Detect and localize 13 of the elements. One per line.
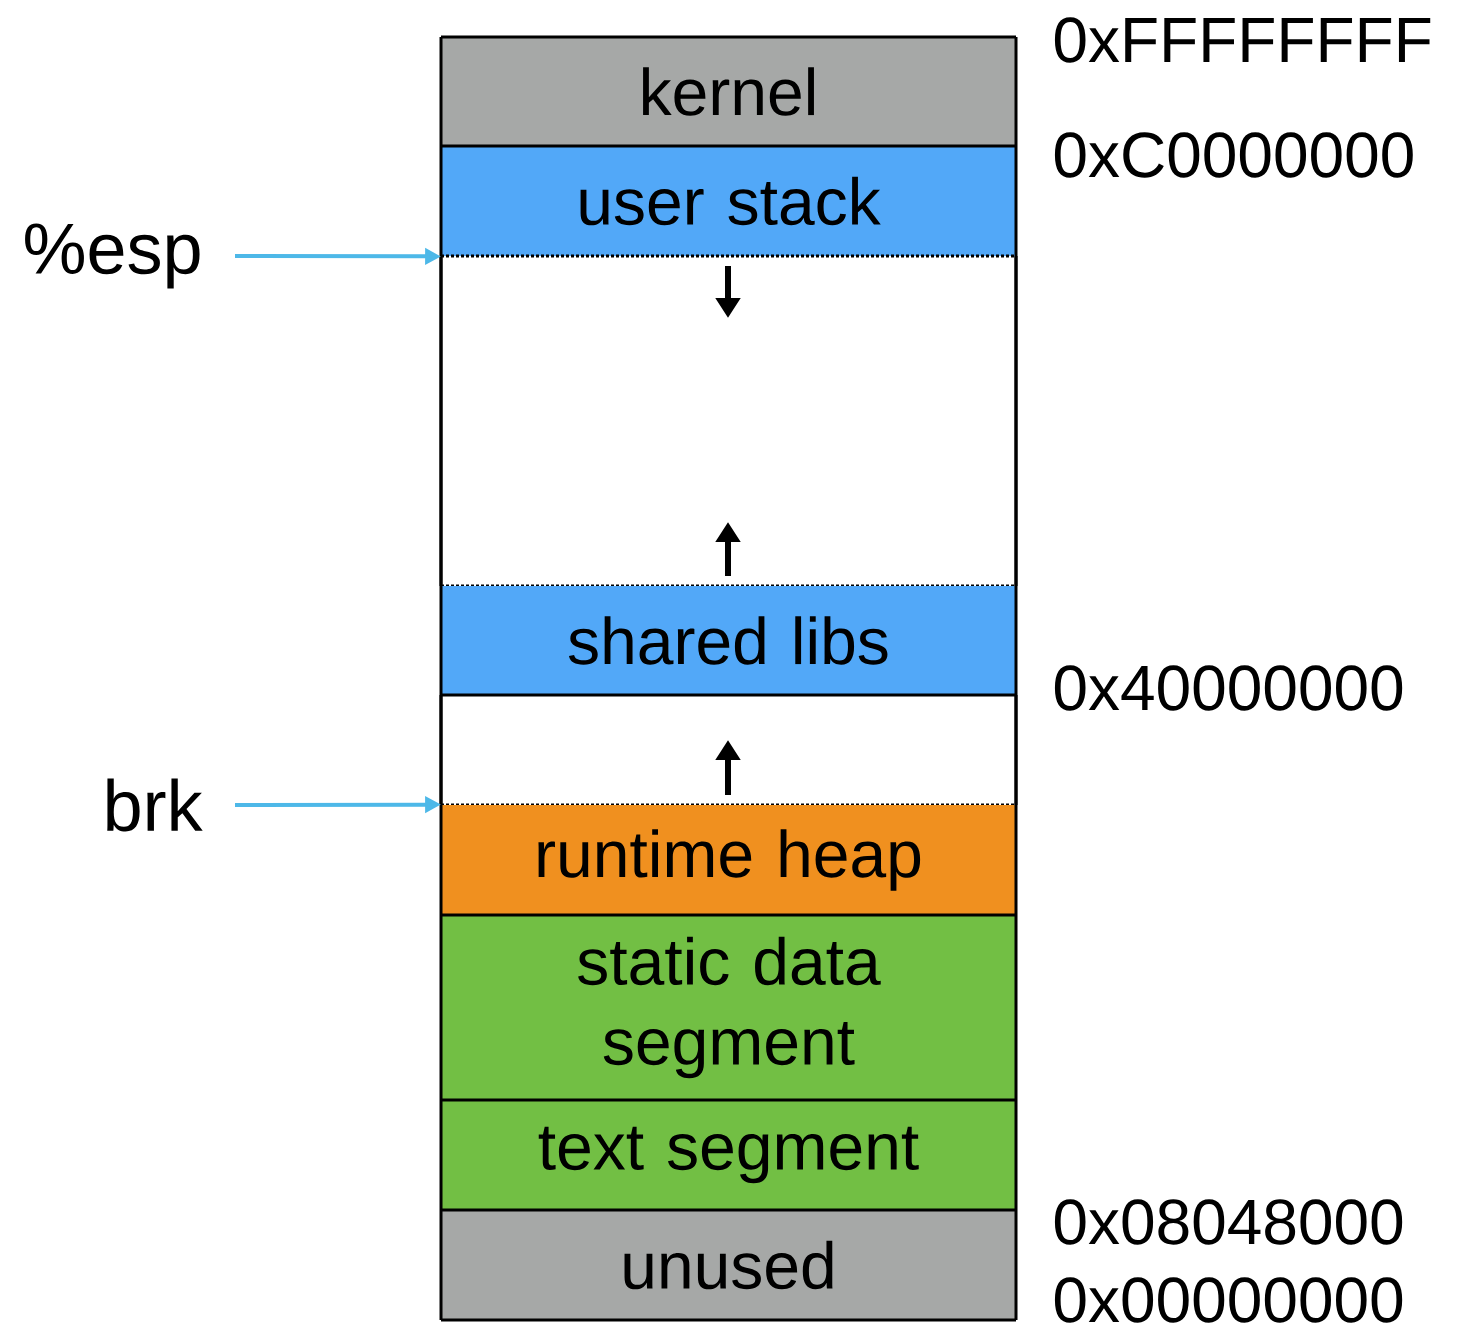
- address-label: 0xFFFFFFFF: [1054, 17, 1431, 63]
- pointer-label: %esp: [25, 223, 200, 289]
- memory-segment: kernel: [441, 37, 1016, 146]
- pointer-label: brk: [107, 778, 203, 832]
- address-label: 0x00000000: [1054, 1277, 1403, 1323]
- memory-segment: unused: [441, 1210, 1016, 1320]
- address-label: 0x08048000: [1054, 1199, 1403, 1245]
- memory-segment: user stack: [441, 146, 1016, 256]
- memory-segment: runtime heap: [441, 805, 1016, 915]
- memory-segment: shared libs: [441, 586, 1016, 695]
- address-label: 0xC0000000: [1054, 132, 1413, 178]
- address-label: 0x40000000: [1054, 665, 1403, 711]
- memory-segment: text segment: [441, 1100, 1016, 1210]
